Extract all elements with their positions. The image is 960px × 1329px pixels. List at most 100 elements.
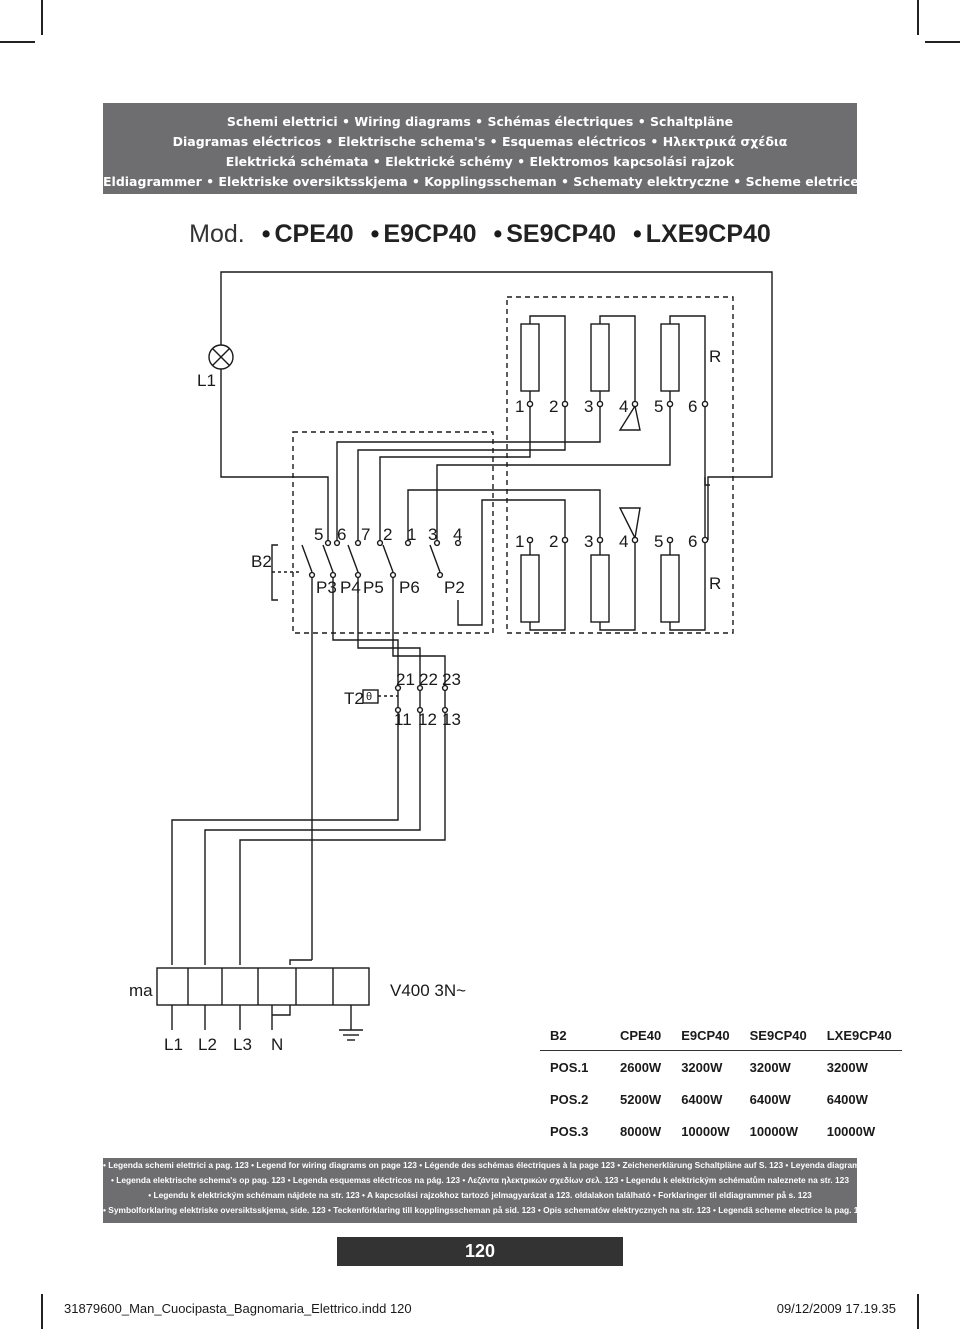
terminal xyxy=(329,571,337,579)
table-row: POS.1 2600W 3200W 3200W 3200W xyxy=(540,1050,902,1083)
wire xyxy=(379,406,531,540)
model-name: E9CP40 xyxy=(383,220,477,248)
wire xyxy=(272,1005,291,1016)
terminal xyxy=(324,539,332,547)
bullet-icon: • xyxy=(493,220,503,248)
table-header-row: B2 CPE40 E9CP40 SE9CP40 LXE9CP40 xyxy=(540,1020,902,1051)
wire xyxy=(289,959,312,965)
terminal xyxy=(333,539,341,547)
terminal xyxy=(526,536,534,544)
table-row: POS.2 5200W 6400W 6400W 6400W xyxy=(540,1083,902,1115)
terminal-block-label: ma xyxy=(129,981,153,1000)
lamp-label: L1 xyxy=(197,371,216,390)
heater-label: R xyxy=(709,574,721,593)
phase-label: N xyxy=(271,1035,283,1054)
table-cell: 6400W xyxy=(826,1091,868,1107)
wire xyxy=(457,499,566,626)
terminal-label: 2 xyxy=(549,397,558,416)
wire xyxy=(171,712,399,965)
bullet-icon: • xyxy=(370,220,380,248)
terminal xyxy=(308,571,316,579)
crop-mark xyxy=(917,0,919,35)
table-cell: 3200W xyxy=(816,1050,902,1083)
switch-position-label: P6 xyxy=(399,578,420,597)
header-line: Elektrická schémata • Elektrické schémy … xyxy=(225,154,735,169)
terminal-label: 3 xyxy=(584,397,593,416)
wire xyxy=(436,406,671,540)
lamp-cross xyxy=(212,348,230,366)
terminal xyxy=(526,400,534,408)
thermostat-terminal-label: 12 xyxy=(418,710,437,729)
table-corner: B2 xyxy=(550,1027,567,1043)
wire xyxy=(332,577,399,688)
wire xyxy=(336,406,601,540)
table-cell: 2600W xyxy=(610,1050,672,1083)
table-cell: 8000W xyxy=(620,1123,662,1139)
model-name: CPE40 xyxy=(274,220,354,248)
switch-label: B2 xyxy=(251,552,272,571)
wire xyxy=(204,712,421,965)
wire xyxy=(599,315,636,404)
terminal xyxy=(354,539,362,547)
heater-element xyxy=(660,323,680,392)
thermostat-terminal-label: 22 xyxy=(419,670,438,689)
terminal xyxy=(701,400,709,408)
switch-position-label: P4 xyxy=(340,578,361,597)
terminal xyxy=(596,400,604,408)
terminal xyxy=(433,539,441,547)
model-prefix: Mod. xyxy=(189,220,245,248)
terminal xyxy=(666,400,674,408)
phase-label: L3 xyxy=(233,1035,252,1054)
phase-label: L1 xyxy=(164,1035,183,1054)
switch-terminal-label: 4 xyxy=(453,525,462,544)
heater-element xyxy=(520,323,540,392)
wire xyxy=(407,489,601,540)
legend-banner: • Legenda schemi elettrici a pag. 123 • … xyxy=(103,1158,960,1223)
table-column-header: CPE40 xyxy=(620,1027,662,1043)
model-name: LXE9CP40 xyxy=(645,220,771,248)
wire xyxy=(669,542,706,631)
terminal xyxy=(354,571,362,579)
table-column-header: E9CP40 xyxy=(681,1027,730,1043)
header-line: Diagramas eléctricos • Elektrische schem… xyxy=(172,134,788,149)
footer-date: 09/12/2009 17.19.35 xyxy=(776,1301,896,1316)
bridge-wire xyxy=(618,507,641,539)
crop-mark xyxy=(41,1294,43,1329)
switch-contact xyxy=(301,544,313,573)
wire xyxy=(357,406,566,540)
footer-file: 31879600_Man_Cuocipasta_Bagnomaria_Elett… xyxy=(64,1301,412,1316)
wire xyxy=(357,577,421,688)
terminal-label: 4 xyxy=(619,532,628,551)
terminal-label: 6 xyxy=(688,397,697,416)
crop-mark xyxy=(925,41,960,43)
crop-mark xyxy=(0,41,35,43)
table-cell: 10000W xyxy=(826,1123,876,1139)
row-label: POS.1 xyxy=(540,1050,610,1083)
wire xyxy=(220,271,773,540)
terminal xyxy=(376,539,384,547)
terminal xyxy=(416,684,424,692)
terminal xyxy=(441,684,449,692)
thermostat-terminal-label: 11 xyxy=(394,710,412,729)
terminal-label: 4 xyxy=(619,397,628,416)
switch-contact xyxy=(382,544,394,573)
page-number: 120 xyxy=(337,1237,623,1266)
switch-terminal-label: 2 xyxy=(383,525,392,544)
heater-element xyxy=(520,554,540,623)
model-line: Mod. •CPE40 •E9CP40 •SE9CP40 •LXE9CP40 xyxy=(0,218,960,250)
table-cell: 10000W xyxy=(681,1123,730,1139)
thermostat-terminal-label: 21 xyxy=(396,670,415,689)
terminal-label: 5 xyxy=(654,532,663,551)
terminal xyxy=(596,536,604,544)
thermostat-terminal-label: 13 xyxy=(442,710,461,729)
terminal xyxy=(631,536,639,544)
bullet-icon: • xyxy=(633,220,642,248)
table-cell: 5200W xyxy=(620,1091,662,1107)
terminal xyxy=(561,400,569,408)
table-cell: 3200W xyxy=(739,1050,817,1083)
switch-contact xyxy=(322,544,334,573)
table-cell: 3200W xyxy=(671,1050,740,1083)
crop-mark xyxy=(917,1294,919,1329)
wire xyxy=(529,542,566,631)
terminal-label: 5 xyxy=(654,397,663,416)
